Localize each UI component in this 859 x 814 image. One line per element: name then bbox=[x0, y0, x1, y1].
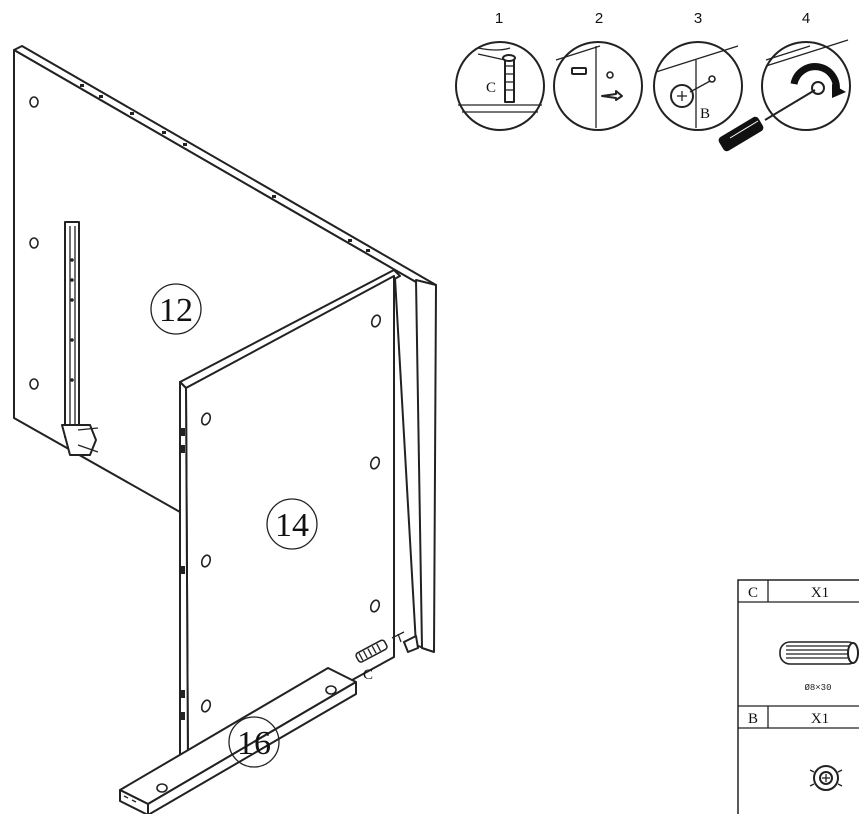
step-2: 2 bbox=[553, 10, 643, 131]
hardware-table: C X1 Ø8×30 B X1 bbox=[737, 579, 859, 814]
hardware-b-code: B bbox=[748, 711, 758, 727]
dowel-c-label: C bbox=[363, 667, 373, 683]
hardware-c-code: C bbox=[748, 585, 758, 601]
dowel-c-callout: C bbox=[355, 631, 419, 683]
step-3-label: B bbox=[700, 106, 710, 122]
drawer-slide-rail bbox=[61, 221, 99, 456]
part-16-hole bbox=[156, 783, 168, 793]
step-3-number: 3 bbox=[694, 10, 702, 27]
panel-12-hole bbox=[29, 378, 39, 390]
step-1: 1 C bbox=[455, 10, 545, 131]
panel-12-hole bbox=[29, 96, 39, 108]
panel-12: 12 bbox=[13, 45, 437, 653]
cam-lock-b-icon bbox=[809, 765, 843, 791]
panel-14-hole bbox=[200, 699, 212, 713]
panel-12-edge-holes bbox=[80, 84, 370, 252]
dowel-c-icon bbox=[779, 641, 859, 665]
step-2-number: 2 bbox=[595, 10, 603, 27]
step-4: 4 bbox=[718, 10, 851, 152]
panel-14: 14 bbox=[179, 269, 401, 771]
hardware-b-qty: X1 bbox=[811, 711, 829, 727]
part-number-12: 12 bbox=[159, 292, 193, 329]
panel-14-hole bbox=[369, 456, 381, 470]
part-number-16: 16 bbox=[237, 725, 271, 762]
panel-14-hole bbox=[200, 412, 212, 426]
step-4-number: 4 bbox=[802, 10, 810, 27]
panel-14-hole bbox=[369, 599, 381, 613]
step-1-label: C bbox=[486, 80, 496, 96]
panel-14-edge-holes bbox=[181, 428, 185, 720]
panel-14-hole bbox=[370, 314, 382, 328]
part-16: 16 bbox=[119, 667, 357, 814]
hardware-c-qty: X1 bbox=[811, 585, 829, 601]
part-16-hole bbox=[325, 685, 337, 695]
hardware-c-size: Ø8×30 bbox=[804, 683, 831, 693]
part-number-14: 14 bbox=[275, 507, 309, 544]
step-3: 3 B bbox=[653, 10, 743, 131]
panel-12-hole bbox=[29, 237, 39, 249]
panel-14-hole bbox=[200, 554, 212, 568]
step-1-number: 1 bbox=[495, 10, 503, 27]
